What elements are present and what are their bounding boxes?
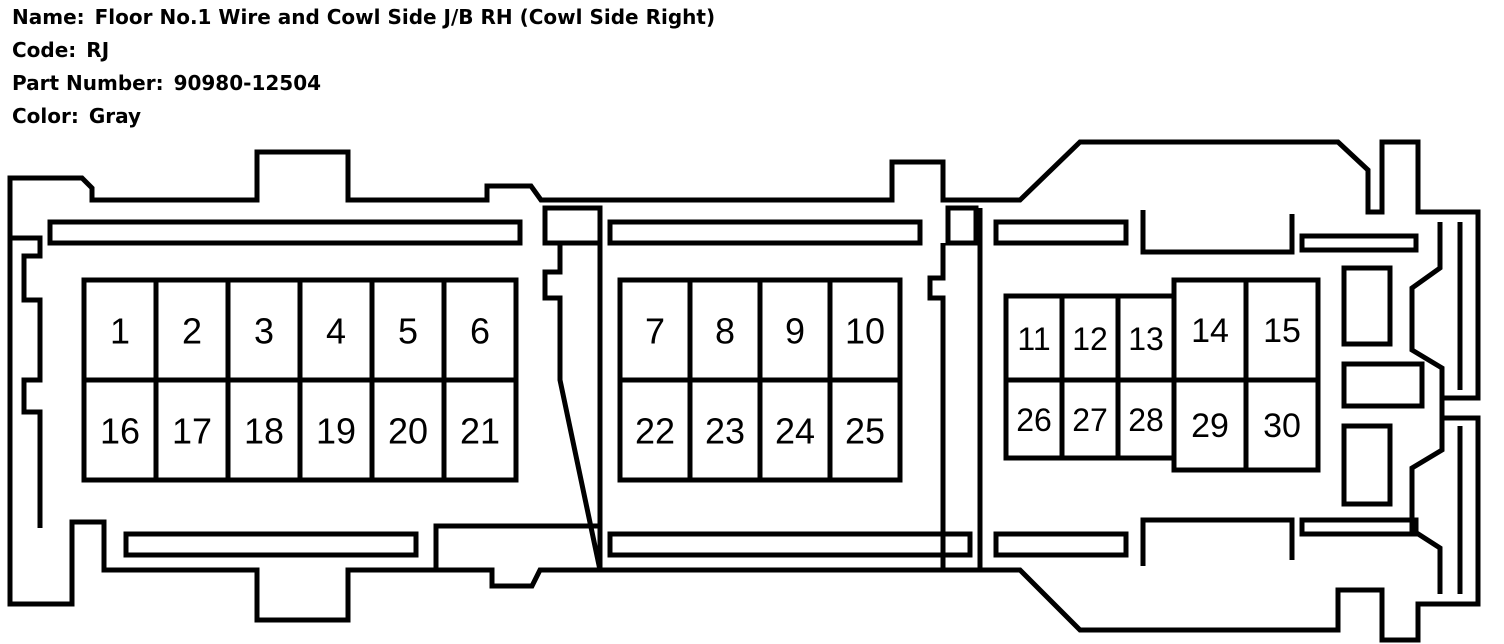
pin-label-2: 2: [182, 311, 202, 352]
pin-label-24: 24: [775, 411, 815, 452]
pin-label-23: 23: [705, 411, 745, 452]
pin-label-10: 10: [845, 311, 885, 352]
pin-label-6: 6: [470, 311, 490, 352]
pin-label-21: 21: [460, 411, 500, 452]
right-edge-upper: [1409, 222, 1445, 398]
latch-lower: [1341, 423, 1393, 507]
pin-label-22: 22: [635, 411, 675, 452]
slot-top-right: [993, 219, 1129, 246]
pin-label-30: 30: [1263, 407, 1301, 445]
latch-middle: [1341, 361, 1425, 409]
pin-label-29: 29: [1191, 407, 1229, 445]
latch-upper: [1341, 265, 1393, 347]
pin-label-15: 15: [1263, 312, 1301, 350]
divider-right: [927, 208, 983, 570]
code-value: RJ: [86, 38, 110, 62]
code-label: Code:: [12, 38, 77, 62]
color-value: Gray: [88, 104, 142, 128]
top-boss-right: [945, 205, 979, 246]
connector-code: Code: RJ: [12, 40, 109, 60]
name-label: Name:: [12, 5, 85, 29]
slot-bottom-far-right: [1299, 517, 1419, 537]
top-boss-left: [542, 205, 603, 246]
terminal-cavity-30: [1243, 377, 1321, 473]
pin-label-4: 4: [326, 311, 346, 352]
pin-label-5: 5: [398, 311, 418, 352]
pin-label-16: 16: [100, 411, 140, 452]
housing-outline: [7, 139, 1481, 643]
pin-label-28: 28: [1128, 402, 1164, 438]
part-number-value: 90980-12504: [173, 71, 322, 95]
slot-top-far-right: [1299, 233, 1419, 253]
slot-top-left: [47, 219, 523, 246]
bottom-boss: [433, 523, 600, 570]
color-label: Color:: [12, 104, 79, 128]
divider-left: [542, 240, 603, 571]
pin-label-17: 17: [172, 411, 212, 452]
pin-label-13: 13: [1128, 321, 1164, 357]
top-right-block: [1140, 210, 1295, 255]
pin-label-14: 14: [1191, 312, 1229, 350]
pin-label-1: 1: [110, 311, 130, 352]
connector-color: Color: Gray: [12, 106, 141, 126]
slot-bottom-middle: [607, 531, 973, 558]
pin-label-8: 8: [715, 311, 735, 352]
bottom-right-block: [1140, 517, 1295, 566]
pin-label-18: 18: [244, 411, 284, 452]
left-side-notch: [10, 235, 43, 528]
pin-label-20: 20: [388, 411, 428, 452]
slot-bottom-right: [993, 531, 1129, 558]
right-edge-lower: [1409, 418, 1445, 594]
pin-label-12: 12: [1072, 321, 1108, 357]
name-value: Floor No.1 Wire and Cowl Side J/B RH (Co…: [94, 5, 716, 29]
pin-label-27: 27: [1072, 402, 1108, 438]
terminal-cavity-25: [827, 377, 903, 483]
pin-label-19: 19: [316, 411, 356, 452]
terminal-cavity-21: [441, 377, 519, 483]
pin-label-7: 7: [645, 311, 665, 352]
part-number-label: Part Number:: [12, 71, 164, 95]
slot-top-middle: [607, 219, 923, 246]
connector-name: Name: Floor No.1 Wire and Cowl Side J/B R…: [12, 7, 715, 27]
pin-label-3: 3: [254, 311, 274, 352]
part-number: Part Number: 90980-12504: [12, 73, 321, 93]
pin-label-11: 11: [1017, 321, 1050, 357]
slot-bottom-left: [123, 531, 419, 558]
pin-label-25: 25: [845, 411, 885, 452]
pin-label-9: 9: [785, 311, 805, 352]
pin-label-26: 26: [1016, 402, 1052, 438]
